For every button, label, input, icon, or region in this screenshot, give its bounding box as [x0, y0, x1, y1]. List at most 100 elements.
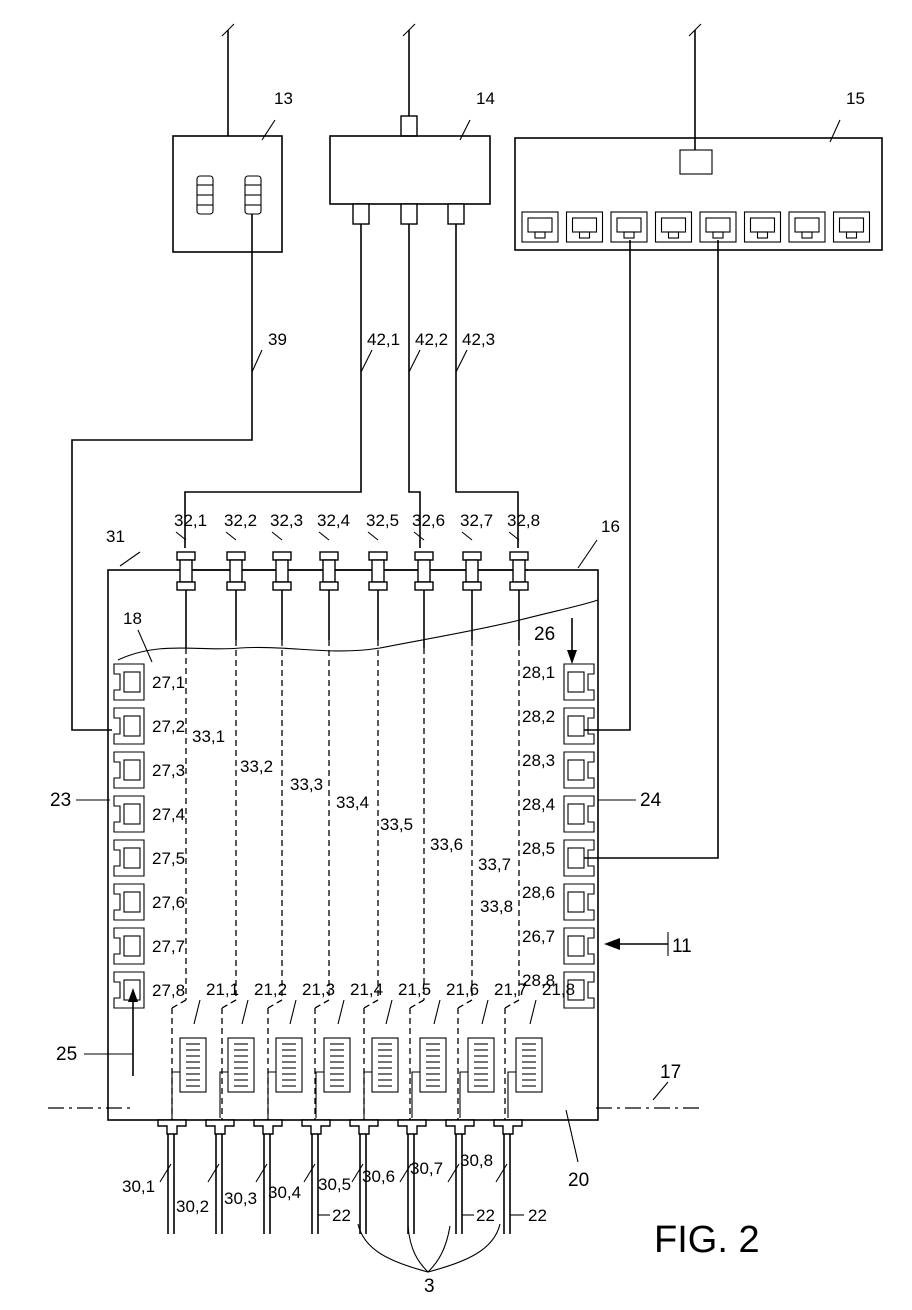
port-28-7: 26,7: [522, 927, 594, 964]
cable-42-3: [456, 224, 518, 548]
cable-39: 39: [72, 214, 287, 730]
rj45-port-row: [522, 212, 870, 242]
port-28-2: 28,2: [522, 707, 594, 744]
arrow-25-icon: [128, 988, 138, 1002]
connector-label-32-7: 32,7: [460, 511, 493, 530]
port-label-28-5: 28,5: [522, 839, 555, 858]
right-port-column-24: 28,128,228,328,428,528,626,728,8: [522, 663, 594, 1008]
connector-label-32-1: 32,1: [174, 511, 207, 530]
terminal-block-21-4: 21,4: [316, 980, 383, 1118]
port-label-28-3: 28,3: [522, 751, 555, 770]
port-label-27-4: 27,4: [152, 805, 185, 824]
ref-22-a: 22: [332, 1206, 351, 1225]
side-refs: 23 24 25 26 11 20: [50, 618, 692, 1191]
cable-42-2: [409, 224, 420, 548]
ref-26: 26: [534, 624, 555, 645]
connector-32-1: 32,1: [174, 511, 207, 590]
connector-32-4: 32,4: [317, 511, 350, 590]
cable-label-30-3: 30,3: [224, 1189, 257, 1208]
ref-22-and-3: 22 22 22 3: [318, 1206, 547, 1297]
ref-16: 16: [601, 517, 620, 536]
cable-label-42-2: 42,2: [415, 330, 448, 349]
cable-label-42-1: 42,1: [367, 330, 400, 349]
rj45-port-icon: [745, 212, 781, 242]
port-28-1: 28,1: [522, 663, 594, 700]
rj45-port-icon: [834, 212, 870, 242]
terminal-label-21-1: 21,1: [206, 980, 239, 999]
device-15: 15: [515, 24, 882, 250]
rj45-port-icon: [611, 212, 647, 242]
port-label-27-8: 27,8: [152, 981, 185, 1000]
internal-lines: 33,133,233,333,433,533,633,733,8: [172, 590, 519, 1128]
port-27-2: 27,2: [114, 708, 185, 744]
ref-20: 20: [568, 1170, 589, 1191]
terminal-block-21-5: 21,5: [364, 980, 431, 1118]
terminal-label-21-5: 21,5: [398, 980, 431, 999]
terminal-block-21-3: 21,3: [268, 980, 335, 1118]
port-label-27-1: 27,1: [152, 673, 185, 692]
arrow-26-icon: [567, 650, 577, 664]
ref-15: 15: [846, 89, 865, 108]
ref-31: 31: [106, 527, 125, 546]
ref-22-c: 22: [528, 1206, 547, 1225]
internal-label-33-3: 33,3: [290, 775, 323, 794]
port-27-4: 27,4: [114, 796, 185, 832]
port-28-5: 28,5: [522, 839, 594, 876]
connector-32-7: 32,7: [460, 511, 493, 590]
terminal-label-21-6: 21,6: [446, 980, 479, 999]
rj45-port-icon: [700, 212, 736, 242]
figure-label: FIG. 2: [654, 1219, 760, 1261]
port-label-28-2: 28,2: [522, 707, 555, 726]
cable-30-1: 30,1: [122, 1120, 186, 1234]
internal-label-33-8: 33,8: [480, 897, 513, 916]
terminal-label-21-2: 21,2: [254, 980, 287, 999]
cable-label-30-4: 30,4: [268, 1183, 301, 1202]
connector-32-5: 32,5: [366, 511, 399, 590]
internal-label-33-1: 33,1: [192, 727, 225, 746]
port-label-27-6: 27,6: [152, 893, 185, 912]
connector-label-32-6: 32,6: [412, 511, 445, 530]
port-label-27-2: 27,2: [152, 717, 185, 736]
lead-switch-port-5: [584, 240, 718, 858]
connector-32-8: 32,8: [507, 511, 540, 590]
port-27-7: 27,7: [114, 928, 185, 964]
port-28-4: 28,4: [522, 795, 594, 832]
connector-label-32-8: 32,8: [507, 511, 540, 530]
socket-icon: [245, 176, 261, 214]
port-label-27-5: 27,5: [152, 849, 185, 868]
ref-11: 11: [672, 936, 692, 957]
connector-32-6: 32,6: [412, 511, 445, 590]
port-27-3: 27,3: [114, 752, 185, 788]
rj45-port-icon: [522, 212, 558, 242]
connector-32-2: 32,2: [224, 511, 257, 590]
lead-switch-port-3: [584, 240, 630, 730]
rj45-port-icon: [789, 212, 825, 242]
connector-32-3: 32,3: [270, 511, 303, 590]
ref-39: 39: [268, 330, 287, 349]
internal-label-33-6: 33,6: [430, 835, 463, 854]
connector-icon: [353, 204, 464, 224]
port-27-1: 27,1: [114, 664, 185, 700]
port-label-28-4: 28,4: [522, 795, 555, 814]
device-13: 13: [173, 24, 293, 252]
terminal-label-21-4: 21,4: [350, 980, 383, 999]
ref-23: 23: [50, 790, 71, 811]
port-label-27-7: 27,7: [152, 937, 185, 956]
bottom-cables: 30,130,230,330,430,530,630,730,8: [122, 1120, 522, 1234]
internal-label-33-5: 33,5: [380, 815, 413, 834]
socket-icon: [197, 176, 213, 214]
ref-25: 25: [56, 1044, 77, 1065]
connector-label-32-3: 32,3: [270, 511, 303, 530]
terminal-block-21-1: 21,1: [172, 980, 239, 1118]
device-14: 14: [330, 24, 495, 224]
port-label-28-6: 28,6: [522, 883, 555, 902]
ref-18: 18: [123, 609, 142, 628]
cable-42-1: [185, 224, 372, 548]
ref-24: 24: [640, 790, 662, 811]
cable-label-30-5: 30,5: [318, 1175, 351, 1194]
ref-22-b: 22: [476, 1206, 495, 1225]
terminal-label-21-3: 21,3: [302, 980, 335, 999]
connector-label-32-4: 32,4: [317, 511, 350, 530]
arrow-11-icon: [604, 938, 620, 950]
